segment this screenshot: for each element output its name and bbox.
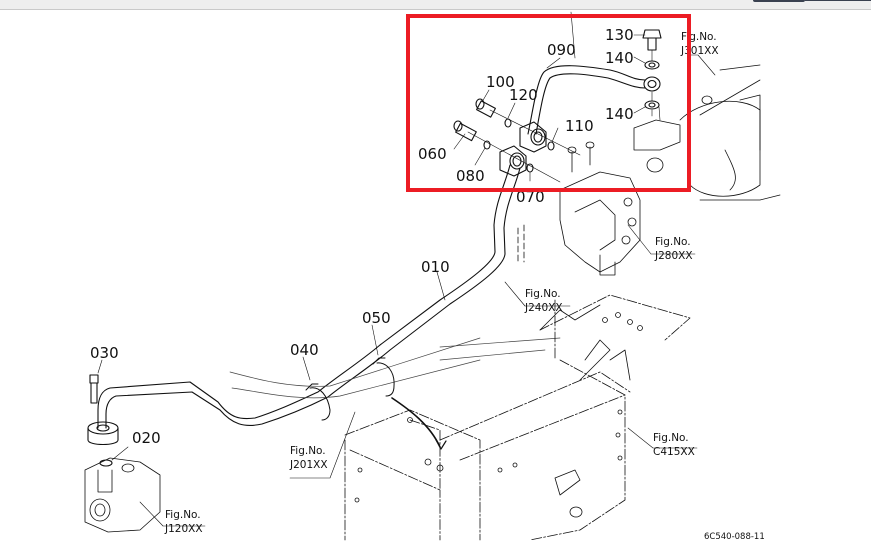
svg-text:J120XX: J120XX [164, 523, 203, 535]
svg-text:Fig.No.: Fig.No. [290, 445, 326, 457]
banjo-fitting-lower [499, 145, 527, 177]
scrollbar-track[interactable] [805, 0, 871, 1]
part-label-100[interactable]: 100 [486, 73, 515, 91]
svg-text:J280XX: J280XX [654, 250, 693, 262]
part-label-080[interactable]: 080 [456, 167, 485, 185]
pipe-010[interactable] [97, 164, 521, 429]
fig-ref-j280[interactable]: Fig.No. J280XX [654, 236, 693, 262]
svg-text:J201XX: J201XX [289, 459, 328, 471]
svg-text:Fig.No.: Fig.No. [655, 236, 691, 248]
part-label-060[interactable]: 060 [418, 145, 447, 163]
banjo-fitting-upper [519, 121, 547, 153]
fig-ref-j120[interactable]: Fig.No. J120XX [164, 509, 203, 535]
part-label-050[interactable]: 050 [362, 309, 391, 327]
bolt-060[interactable] [453, 120, 477, 142]
viewer-toolbar [0, 0, 871, 10]
o-ring-110 [547, 141, 555, 151]
bolt-130[interactable] [642, 29, 662, 51]
drawing-code: 6C540-088-11 [704, 532, 765, 542]
pump-j280 [559, 141, 641, 276]
svg-text:Fig.No.: Fig.No. [525, 288, 561, 300]
washer-140-top [644, 60, 660, 70]
svg-text:J301XX: J301XX [680, 45, 719, 57]
part-label-070[interactable]: 070 [516, 188, 545, 206]
svg-text:J240XX: J240XX [524, 302, 563, 314]
fig-ref-j240[interactable]: Fig.No. J240XX [524, 288, 563, 314]
clamp-050[interactable] [372, 357, 395, 397]
fig-ref-j201[interactable]: Fig.No. J201XX [289, 445, 328, 471]
frame-c415 [344, 294, 691, 541]
svg-text:C415XX: C415XX [653, 446, 695, 458]
part-label-090[interactable]: 090 [547, 41, 576, 59]
part-label-010[interactable]: 010 [421, 258, 450, 276]
part-label-120[interactable]: 120 [509, 86, 538, 104]
part-label-140-bottom[interactable]: 140 [605, 105, 634, 123]
part-label-130[interactable]: 130 [605, 26, 634, 44]
clamp-040[interactable] [305, 383, 331, 421]
valve-body-j301 [633, 64, 781, 201]
part-label-020[interactable]: 020 [132, 429, 161, 447]
flange [87, 421, 119, 446]
o-ring-080 [483, 140, 491, 150]
svg-text:Fig.No.: Fig.No. [165, 509, 201, 521]
part-label-040[interactable]: 040 [290, 341, 319, 359]
fig-ref-j301[interactable]: Fig.No. J301XX [680, 31, 719, 57]
o-ring-070 [526, 163, 534, 173]
svg-text:Fig.No.: Fig.No. [653, 432, 689, 444]
svg-text:Fig.No.: Fig.No. [681, 31, 717, 43]
part-label-030[interactable]: 030 [90, 344, 119, 362]
pipe-090[interactable] [527, 65, 661, 135]
washer-140-bottom [644, 100, 660, 110]
install-arrow [391, 397, 441, 448]
bolt-100[interactable] [475, 98, 496, 118]
o-ring-020 [99, 459, 113, 467]
fig-ref-c415[interactable]: Fig.No. C415XX [653, 432, 695, 458]
part-label-110[interactable]: 110 [565, 117, 594, 135]
pump-j120 [84, 457, 161, 533]
bolt-030[interactable] [89, 374, 99, 404]
part-label-140-top[interactable]: 140 [605, 49, 634, 67]
scrollbar-thumb[interactable] [753, 0, 805, 2]
parts-diagram: 010 020 030 040 050 060 070 080 090 100 … [0, 10, 871, 554]
diagram-drawing: 010 020 030 040 050 060 070 080 090 100 … [84, 11, 781, 542]
